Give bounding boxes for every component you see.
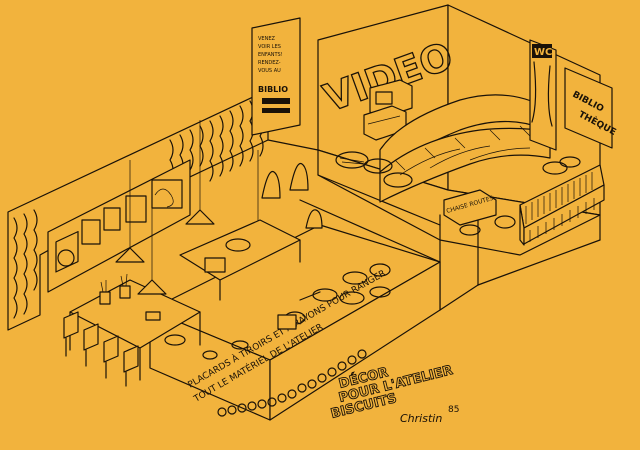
stool-1: [494, 215, 516, 229]
poster-bold: BIBLIO: [258, 85, 288, 94]
poster-line-2: VOIR LES: [258, 44, 281, 50]
poster-bar-2: [262, 108, 290, 113]
cushion-3: [383, 172, 413, 188]
doodle-face: [57, 249, 75, 267]
sofa: [379, 94, 551, 203]
title-block: DÉCOR POUR L'ATELIER BISCUITS Christin 8…: [329, 363, 460, 425]
bowl-1: [342, 271, 368, 285]
pencil-cup-1: [99, 291, 111, 305]
poster-line-5: VOUS AU: [258, 68, 281, 74]
cushion-2: [363, 158, 393, 174]
drawing-frame-1: [55, 230, 79, 273]
mixer-2: [289, 162, 309, 191]
drawing-frame-3: [103, 207, 121, 231]
box-1: [204, 257, 226, 273]
wc-door: WC: [529, 39, 557, 151]
floor-center-line: [299, 199, 441, 263]
rolling-pin: [299, 291, 321, 301]
atelier: PLACARDS À TIROIRS ET À RAYONS POUR RANG…: [63, 120, 441, 421]
chairs: [63, 311, 139, 387]
poster-line-4: RENDEZ-: [258, 60, 281, 66]
tv-screen: [375, 91, 393, 105]
mixers: [261, 162, 323, 229]
jar-2: [202, 350, 218, 360]
cushion-1: [335, 151, 369, 169]
signature-name: Christin: [400, 412, 442, 425]
middle-table: [179, 219, 301, 301]
tray: [145, 311, 161, 321]
lamp-2: [137, 279, 167, 295]
box-on-counter: [277, 314, 297, 330]
library-sign-frame: [564, 67, 613, 149]
counter-items: [202, 263, 391, 360]
poster-bar-1: [262, 98, 290, 104]
wall-join: [267, 139, 319, 151]
poster-line-1: VENEZ: [258, 36, 275, 42]
bookshelf: [519, 164, 605, 246]
signature-year: 85: [448, 405, 459, 415]
tv-cabinet: [363, 79, 413, 141]
wc-curtain: [531, 61, 553, 127]
board-frame: [47, 159, 191, 293]
divider-stools: CHAISE ROUTES: [443, 189, 516, 236]
mixer-3: [305, 209, 323, 229]
jar-1: [231, 340, 249, 350]
cushion-4: [542, 161, 568, 175]
floor-cushions: [335, 151, 581, 188]
sofa-seat: [379, 127, 551, 203]
lamp-3: [185, 209, 215, 225]
floor-edge-front: [477, 239, 601, 286]
chair-2: [83, 323, 99, 351]
poster-frame: [251, 17, 301, 136]
lamp-1: [115, 247, 145, 263]
wc-sign-bg: [532, 44, 552, 58]
floor-divider-top: [317, 174, 441, 226]
chair-3: [103, 335, 119, 363]
chair-1: [63, 311, 79, 339]
drawing-frame-2: [81, 219, 101, 245]
cake-tin: [225, 238, 251, 252]
video-room: VIDEO WC: [317, 33, 618, 246]
chair-4: [123, 345, 139, 373]
pencil-cup-2: [119, 285, 131, 299]
tv-body: [369, 79, 413, 119]
wc-sign: WC: [534, 47, 552, 58]
bowl-4: [369, 286, 391, 298]
doodle-bird: [154, 188, 174, 208]
cushion-5: [559, 156, 581, 168]
bulletin-board: [47, 159, 191, 293]
drawing-frame-5: [151, 179, 183, 209]
drawing-frame-4: [125, 195, 147, 223]
cinema-poster: VENEZ VOIR LES ENFANTS! RENDEZ- VOUS AU …: [251, 17, 301, 136]
bowl-3: [339, 291, 365, 305]
bookshelf-lower: [523, 184, 605, 245]
bowl-2: [369, 263, 391, 277]
biscuit-row: [217, 349, 367, 417]
library-sign: BIBLIO THÈQUE: [564, 67, 618, 149]
mixer-1: [261, 170, 281, 199]
pot: [164, 334, 186, 346]
stool-block: [443, 189, 497, 226]
poster-line-3: ENFANTS!: [258, 52, 283, 58]
